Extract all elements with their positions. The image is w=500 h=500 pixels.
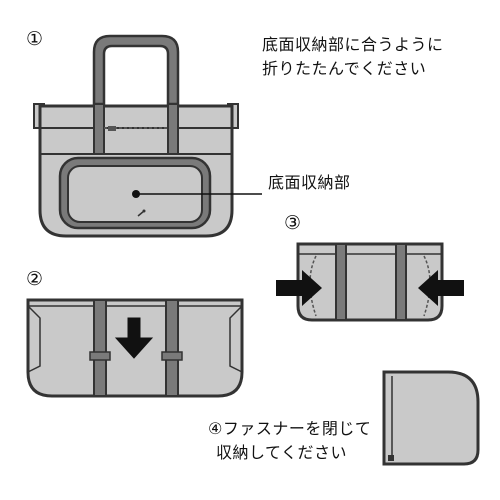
step3-number: ③ — [284, 212, 302, 234]
step1-bag — [33, 34, 262, 238]
step4-instruction-line2: 収納してください — [216, 443, 348, 462]
pouch — [382, 370, 480, 466]
step3-bag — [276, 242, 464, 322]
step1-instruction-line1: 底面収納部に合うように — [262, 35, 444, 54]
step4-instruction-line1: ④ファスナーを閉じて — [208, 419, 372, 438]
step1-instruction-line2: 折りたたんでください — [262, 59, 427, 78]
step4-pouch — [382, 370, 480, 466]
down-arrow-icon — [114, 317, 154, 359]
bottom-storage-callout: 底面収納部 — [268, 173, 351, 192]
step1-number: ① — [26, 28, 44, 50]
handle — [92, 34, 180, 106]
step3-bag-body — [296, 242, 444, 322]
step2-number: ② — [26, 268, 44, 290]
step2-bag — [26, 298, 244, 398]
right-arrow-icon — [276, 270, 322, 306]
left-arrow-icon — [418, 270, 464, 306]
